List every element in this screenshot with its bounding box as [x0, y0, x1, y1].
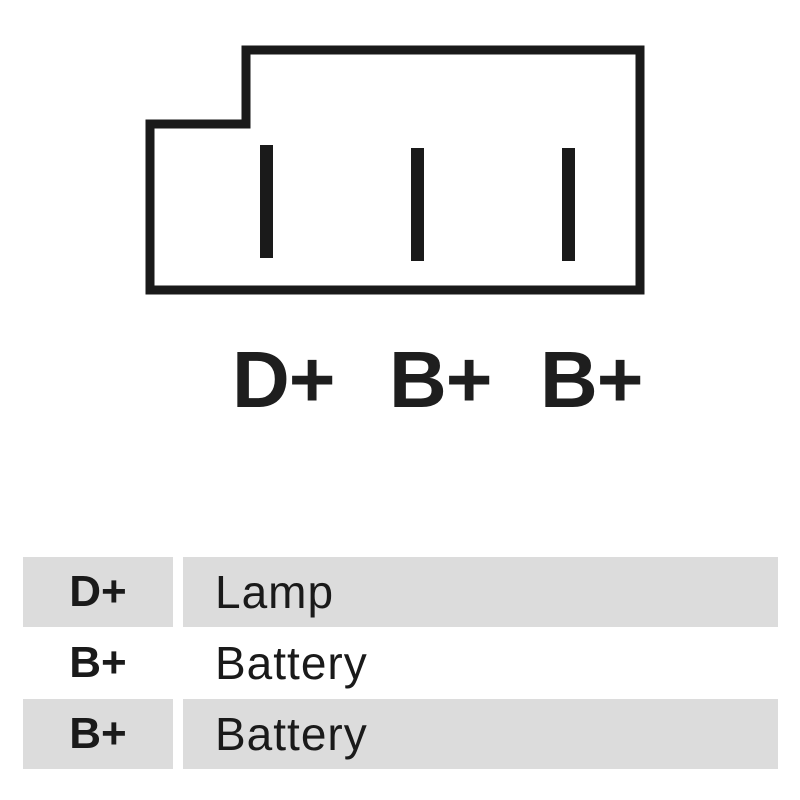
terminal-label-b-plus-2: B+: [540, 335, 643, 424]
connector-diagram: [145, 45, 645, 295]
pin-code: B+: [69, 638, 127, 687]
pin-code: B+: [23, 699, 173, 769]
pin-description: Lamp: [183, 557, 778, 627]
pin-description: Battery: [183, 699, 778, 769]
connector-housing-outline: [145, 45, 645, 295]
terminal-labels: D+ B+ B+: [0, 330, 800, 430]
pin-description: Battery: [215, 637, 368, 689]
pin-code: D+: [23, 557, 173, 627]
pin-assignment-table: D+ Lamp B+ Battery B+ Battery: [23, 557, 778, 770]
table-row: D+ Lamp: [23, 557, 778, 627]
terminal-label-d-plus: D+: [232, 335, 335, 424]
cell-divider: [173, 628, 183, 698]
cell-divider: [173, 699, 183, 769]
terminal-pin-b-plus-1: [411, 148, 424, 261]
terminal-label-b-plus-1: B+: [389, 335, 492, 424]
terminal-pin-b-plus-2: [562, 148, 575, 261]
cell-divider: [173, 557, 183, 627]
table-row: B+ Battery: [23, 628, 778, 698]
terminal-pin-d-plus: [260, 145, 273, 258]
table-row: B+ Battery: [23, 699, 778, 769]
